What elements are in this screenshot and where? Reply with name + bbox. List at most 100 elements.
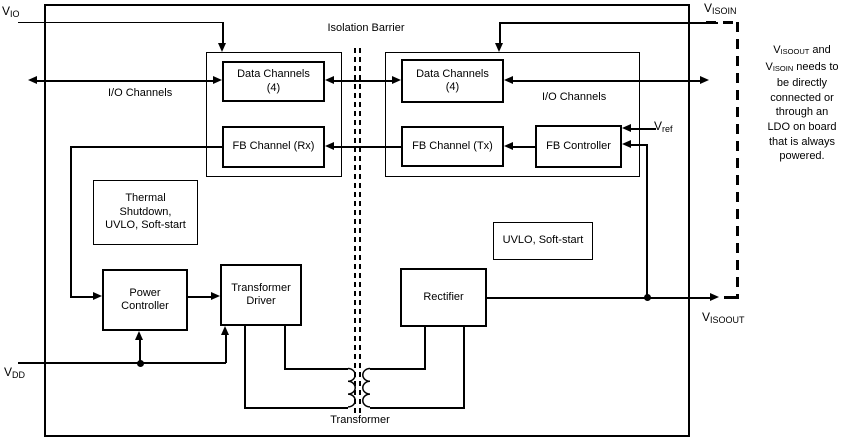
arrowhead-vio-down: [218, 43, 226, 52]
transformer-primary-coil: [347, 367, 356, 408]
wire-fb-tx-to-rx: [334, 146, 401, 148]
wire-vdd-to-pc: [139, 340, 141, 363]
vref-pin-label: Vref: [654, 119, 673, 134]
arrowhead-fb-into-tx: [504, 142, 513, 151]
note-line-2: VISOIN needs to: [765, 60, 839, 73]
power-controller-line1: Power: [129, 286, 161, 299]
visoout-pin-label: VISOOUT: [702, 310, 745, 325]
arrowhead-visoout: [710, 293, 719, 302]
transformer-symbol: [347, 367, 371, 408]
note-line-5: through an: [775, 106, 829, 119]
thermal-shutdown-block: Thermal Shutdown, UVLO, Soft-start: [93, 180, 198, 245]
wire-coil-rect-bot-v: [463, 327, 465, 409]
visoout-pin-base: V: [702, 310, 711, 324]
wire-rectifier-out: [487, 297, 710, 299]
left-io-group-outline: [206, 52, 342, 177]
wire-coil-rect-top-h: [370, 368, 425, 370]
wire-io-left: [36, 80, 214, 82]
external-connection-note: VISOOUT and VISOIN needs to be directly …: [752, 43, 852, 164]
isolation-barrier-dash-left: [354, 48, 356, 413]
power-controller-block: Power Controller: [102, 269, 188, 331]
vdd-pin-base: V: [4, 365, 13, 379]
data-channels-left-line2: (4): [266, 81, 281, 94]
wire-coil-rect-bot-h: [370, 407, 464, 409]
rectifier-block: Rectifier: [400, 268, 487, 327]
arrowhead-io-right-out: [700, 76, 709, 85]
wire-td-coil-bot-v: [244, 326, 246, 408]
wire-fbctrl-to-tx: [513, 146, 535, 148]
visoin-pin-sub: ISOIN: [712, 6, 737, 16]
fb-channel-rx-block: FB Channel (Rx): [222, 126, 325, 168]
wire-fbrx-out-h: [70, 146, 222, 148]
visoin-pin-base: V: [704, 1, 713, 15]
data-channels-right-line2: (4): [445, 81, 460, 93]
external-connection-dash-vertical: [736, 22, 739, 297]
external-connection-dash-end: [724, 295, 739, 299]
arrowhead-vdd-into-td: [221, 326, 230, 335]
wire-coil-rect-top-v: [424, 327, 426, 370]
rectifier-label: Rectifier: [423, 290, 464, 303]
isolation-barrier-label: Isolation Barrier: [327, 22, 405, 34]
note-line-1: VISOOUT and: [773, 44, 831, 56]
wire-data-cross-barrier: [334, 80, 392, 82]
transformer-driver-line1: Transformer: [231, 281, 291, 294]
transformer-label: Transformer: [330, 414, 390, 426]
wire-vdd-to-td: [225, 335, 227, 363]
wire-td-coil-top-v: [284, 326, 286, 369]
wire-fbrx-to-pc: [70, 296, 93, 298]
wire-td-coil-top-h: [284, 368, 348, 370]
junction-dot-feedback: [643, 294, 651, 301]
wire-fbctrl-feedback-h: [631, 144, 648, 146]
wire-fbctrl-feedback-v: [646, 144, 648, 298]
wire-pc-to-td: [188, 296, 211, 298]
note-line-7: that is always: [768, 135, 836, 148]
data-channels-right-line1: Data Channels: [416, 67, 489, 80]
external-connection-dash-top: [706, 20, 740, 24]
vref-pin-base: V: [654, 119, 663, 133]
wire-vref: [631, 128, 656, 130]
arrowhead-into-power-controller: [93, 292, 102, 301]
arrowhead-io-right-in: [504, 76, 513, 85]
thermal-shutdown-line3: UVLO, Soft-start: [105, 219, 186, 232]
data-channels-right-block: Data Channels (4): [401, 59, 504, 103]
vio-pin-base: V: [2, 4, 11, 18]
power-controller-line2: Controller: [121, 300, 169, 312]
vdd-pin-sub: DD: [12, 370, 26, 380]
wire-vio-horizontal: [18, 21, 223, 23]
wire-visoin-h: [500, 22, 718, 24]
vio-pin-sub: IO: [10, 9, 20, 19]
visoout-pin-sub: ISOOUT: [710, 315, 745, 325]
main-chip-outline: [44, 4, 690, 437]
transformer-driver-line2: Driver: [246, 295, 276, 307]
fb-channel-tx-label: FB Channel (Tx): [412, 139, 493, 152]
note-line-6: LDO on board: [767, 120, 837, 133]
wire-vdd: [18, 362, 226, 364]
note-line-3: be directly: [776, 77, 828, 90]
right-io-group-outline: [385, 52, 640, 177]
arrowhead-io-left-in: [213, 76, 222, 85]
fb-controller-label: FB Controller: [546, 139, 611, 152]
arrowhead-vref-into-fbctrl: [622, 124, 631, 133]
vref-pin-sub: ref: [662, 124, 673, 134]
transformer-secondary-coil: [362, 367, 371, 408]
uvlo-soft-start-label: UVLO, Soft-start: [502, 234, 584, 247]
arrowhead-feedback-into-fbctrl: [622, 140, 631, 149]
thermal-shutdown-line2: Shutdown,: [119, 205, 172, 218]
io-channels-right-label: I/O Channels: [542, 91, 607, 103]
arrowhead-vdd-into-pc: [135, 331, 144, 340]
arrowhead-fb-into-rx: [325, 142, 334, 151]
arrowhead-cross-right: [392, 76, 401, 85]
fb-channel-tx-block: FB Channel (Tx): [401, 126, 504, 167]
wire-td-coil-bot-h: [244, 407, 348, 409]
note-line-4: connected or: [770, 91, 834, 104]
data-channels-left-line1: Data Channels: [237, 68, 310, 80]
thermal-shutdown-line1: Thermal: [125, 192, 166, 205]
wire-fbrx-out-v: [70, 146, 72, 297]
transformer-driver-block: Transformer Driver: [220, 264, 302, 326]
junction-dot-vdd: [136, 359, 144, 367]
vio-pin-label: VIO: [2, 4, 20, 19]
isolation-barrier-dash-right: [359, 48, 361, 413]
arrowhead-cross-left: [325, 76, 334, 85]
note-line-8: powered.: [779, 150, 825, 163]
